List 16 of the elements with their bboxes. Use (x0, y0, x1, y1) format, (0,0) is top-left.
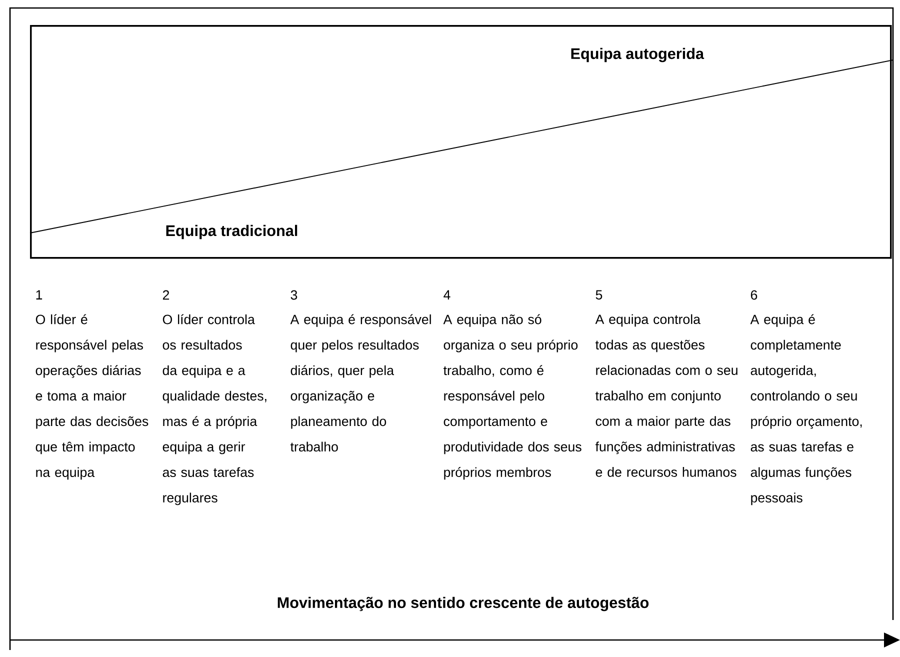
column-description: A equipa é responsável quer pelos resultados diários, quer pela organização e planeamento do trabalho (290, 314, 431, 452)
scale-box (30, 25, 892, 259)
column-description: A equipa não só organiza o seu próprio trabalho, como é responsável pelo comportamento e produtividade dos seus próprios membros (443, 314, 582, 480)
column-description: O líder é responsável pelas operações diárias e toma a maior parte das decisões que têm impacto na equipa (36, 314, 148, 480)
column-description: O líder controla os resultados da equipa e a qualidade destes, mas é a própria equipa a gerir as suas tarefas regulares (162, 314, 266, 506)
box-heading: Equipa autogerida (571, 48, 704, 62)
box-heading: Equipa tradicional (166, 224, 298, 240)
column-number: 6 (750, 290, 758, 300)
column-description: A equipa é completamente autogerida, controlando o seu próprio orçamento, as suas tarefas e algumas funções pessoais (750, 314, 862, 506)
column-description: A equipa controla todas as questões relacionadas com o seu trabalho em conjunto com a maior parte das funções administrativas e de recursos humanos (595, 314, 738, 477)
column-number: 1 (36, 290, 42, 300)
column-number: 4 (444, 290, 450, 300)
column-number: 5 (596, 290, 602, 300)
column-number: 2 (162, 290, 170, 300)
column-number: 3 (290, 290, 298, 300)
axis-caption: Movimentação no sentido crescente de autogestão (278, 596, 649, 612)
